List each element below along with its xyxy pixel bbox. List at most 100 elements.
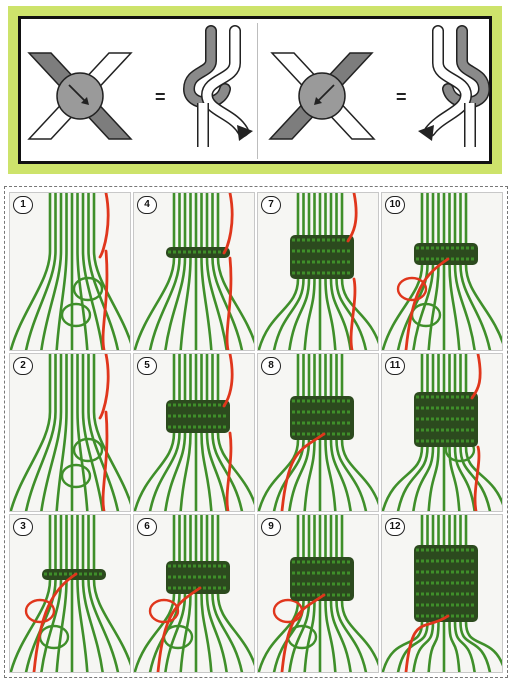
red-working-cord <box>470 354 482 511</box>
red-working-cord <box>222 193 234 350</box>
legend-left-svg: = <box>27 25 253 147</box>
knot-legend-frame: = <box>8 6 502 174</box>
green-cord <box>382 193 424 350</box>
cord-loop <box>60 302 92 328</box>
green-cord <box>200 515 213 672</box>
green-cord <box>258 354 300 511</box>
green-cord <box>87 515 120 672</box>
cord-loop <box>148 598 180 624</box>
step-number-badge: 2 <box>13 357 33 375</box>
green-cord <box>205 515 228 672</box>
green-cord <box>272 515 305 672</box>
green-cord <box>329 515 352 672</box>
red-working-cord <box>404 614 450 672</box>
step-panel: 8 <box>257 353 379 512</box>
green-cord <box>200 193 213 350</box>
green-cord <box>40 515 63 672</box>
step-number-badge: 8 <box>261 357 281 375</box>
green-cord <box>382 515 424 672</box>
step-number-badge: 4 <box>137 196 157 214</box>
green-cord <box>453 515 476 672</box>
step-number-badge: 9 <box>261 518 281 536</box>
red-working-cord <box>156 586 202 672</box>
cord-loop <box>24 598 56 624</box>
step-illustration <box>134 193 254 350</box>
green-cord <box>459 193 492 350</box>
knot-band <box>290 235 354 279</box>
cord-loop <box>396 276 428 302</box>
green-cord <box>55 354 68 511</box>
green-cord <box>87 193 120 350</box>
knot-diagram-icon <box>418 25 491 147</box>
step-number-badge: 6 <box>137 518 157 536</box>
legend-right-svg: = <box>268 25 491 147</box>
green-cord <box>448 515 461 672</box>
green-cord <box>272 193 305 350</box>
green-cord <box>55 193 68 350</box>
green-cord <box>324 193 337 350</box>
green-cord <box>464 515 502 667</box>
step-panel: 3 <box>9 514 131 673</box>
arrow-down-left-icon <box>314 84 335 105</box>
equals-sign: = <box>396 87 407 107</box>
green-cord <box>335 354 368 511</box>
green-cord <box>427 515 440 672</box>
step-illustration <box>10 193 130 350</box>
green-cord <box>329 354 352 511</box>
green-cord <box>134 193 176 350</box>
step-panel: 7 <box>257 192 379 351</box>
green-cord <box>324 515 337 672</box>
red-working-cord <box>98 354 110 511</box>
green-cord <box>464 354 502 506</box>
green-cord <box>427 354 440 511</box>
green-cord <box>40 354 63 511</box>
knot-diagram-icon <box>182 25 253 147</box>
legend-left-half: = <box>21 19 257 161</box>
green-cord <box>134 354 176 511</box>
green-cord <box>382 354 424 511</box>
green-cord <box>412 354 435 511</box>
green-cord <box>464 193 502 345</box>
green-cord <box>324 354 337 511</box>
step-panel: 2 <box>9 353 131 512</box>
red-working-cord <box>98 193 110 350</box>
green-cord <box>258 193 300 350</box>
green-cord <box>272 354 305 511</box>
cord-loop <box>72 276 104 302</box>
step-illustration <box>382 515 502 672</box>
green-cord <box>164 193 187 350</box>
step-illustration <box>258 354 378 511</box>
green-cord <box>164 354 187 511</box>
step-illustration <box>10 354 130 511</box>
green-cord <box>200 354 213 511</box>
green-cord <box>211 354 244 511</box>
green-cord <box>448 354 461 511</box>
green-cord <box>10 193 52 350</box>
step-illustration <box>258 515 378 672</box>
green-cord <box>211 193 244 350</box>
step-illustration <box>258 193 378 350</box>
cord-loop <box>60 463 92 489</box>
green-cord <box>76 193 89 350</box>
green-cord <box>288 515 311 672</box>
green-cord <box>453 193 476 350</box>
green-cord <box>76 515 89 672</box>
green-cord <box>148 193 181 350</box>
green-cord <box>10 354 52 511</box>
green-cord <box>148 354 181 511</box>
green-cord <box>335 515 368 672</box>
green-cord <box>179 193 192 350</box>
step-panel: 6 <box>133 514 255 673</box>
step-number-badge: 12 <box>385 518 405 536</box>
knot-band <box>290 396 354 440</box>
step-illustration <box>382 193 502 350</box>
green-cord <box>459 354 492 511</box>
step-number-badge: 5 <box>137 357 157 375</box>
step-panel: 9 <box>257 514 379 673</box>
step-panel: 10 <box>381 192 503 351</box>
green-cord <box>87 354 120 511</box>
green-cord <box>335 193 368 350</box>
step-number-badge: 7 <box>261 196 281 214</box>
step-illustration <box>10 515 130 672</box>
